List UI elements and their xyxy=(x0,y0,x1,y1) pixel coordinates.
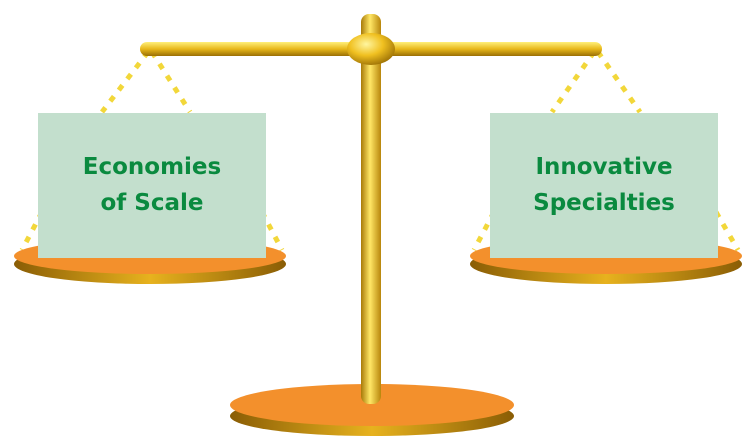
right-pan-label: Innovative Specialties xyxy=(533,153,675,216)
right-pan-card: Innovative Specialties xyxy=(490,113,718,258)
beam-pivot-knob xyxy=(347,33,395,65)
right-chains xyxy=(471,50,741,252)
scale-base xyxy=(230,384,514,436)
scale-pole xyxy=(361,14,381,404)
left-chains xyxy=(19,50,285,252)
left-pan-label: Economies of Scale xyxy=(82,153,222,216)
left-pan-card: Economies of Scale xyxy=(38,113,266,258)
